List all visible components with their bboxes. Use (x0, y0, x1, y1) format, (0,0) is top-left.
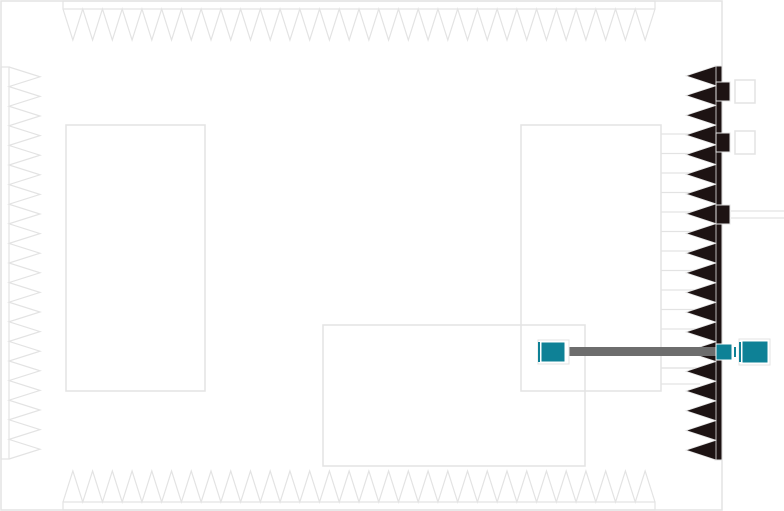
left-component-outline (65, 124, 206, 392)
right-pin-tooth (684, 262, 717, 284)
right-pin-tooth (684, 85, 717, 106)
right-pin-tooth (684, 223, 717, 244)
header-square-pin-1[interactable] (715, 81, 731, 102)
side-pad-1[interactable] (734, 79, 756, 104)
header-square-pin-2[interactable] (715, 132, 731, 153)
right-pin-tooth (684, 203, 717, 225)
right-pin-tooth (684, 439, 717, 461)
right-pin-teeth (684, 65, 717, 461)
bottom-pin-sawtooth-icon (62, 469, 656, 504)
right-pin-tooth (684, 321, 717, 343)
right-pin-tooth (684, 400, 717, 422)
right-pin-tooth (684, 65, 717, 87)
right-pin-tooth (684, 104, 717, 126)
right-pin-tooth (684, 183, 717, 205)
right-pin-tooth (684, 301, 717, 323)
top-pin-sawtooth-icon (62, 7, 656, 42)
connector-center[interactable] (715, 343, 736, 361)
left-pin-header (0, 66, 42, 460)
connector-center-body (715, 343, 733, 361)
right-component-outline (520, 124, 662, 392)
connector-left[interactable] (537, 339, 570, 365)
connector-left-body (540, 341, 566, 363)
right-pin-tooth (684, 242, 717, 264)
right-pin-tooth (684, 420, 717, 441)
side-pad-2[interactable] (734, 130, 756, 155)
right-pin-tooth (684, 380, 717, 402)
right-pin-tooth (684, 124, 717, 146)
connector-right[interactable] (738, 338, 771, 366)
right-pin-header[interactable] (684, 65, 731, 461)
bottom-pin-header (62, 469, 656, 511)
right-pin-tooth (684, 360, 717, 382)
gray-wire[interactable] (569, 347, 717, 356)
right-pin-tooth (684, 282, 717, 303)
bottom-component-outline (322, 324, 586, 467)
left-pin-sawtooth-icon (7, 66, 42, 460)
connector-right-body (741, 340, 769, 364)
right-pin-tooth (684, 144, 717, 166)
board-outline (0, 0, 723, 511)
header-square-pin-3[interactable] (715, 204, 731, 225)
top-pin-header (62, 0, 656, 42)
right-pin-tooth (684, 163, 717, 185)
